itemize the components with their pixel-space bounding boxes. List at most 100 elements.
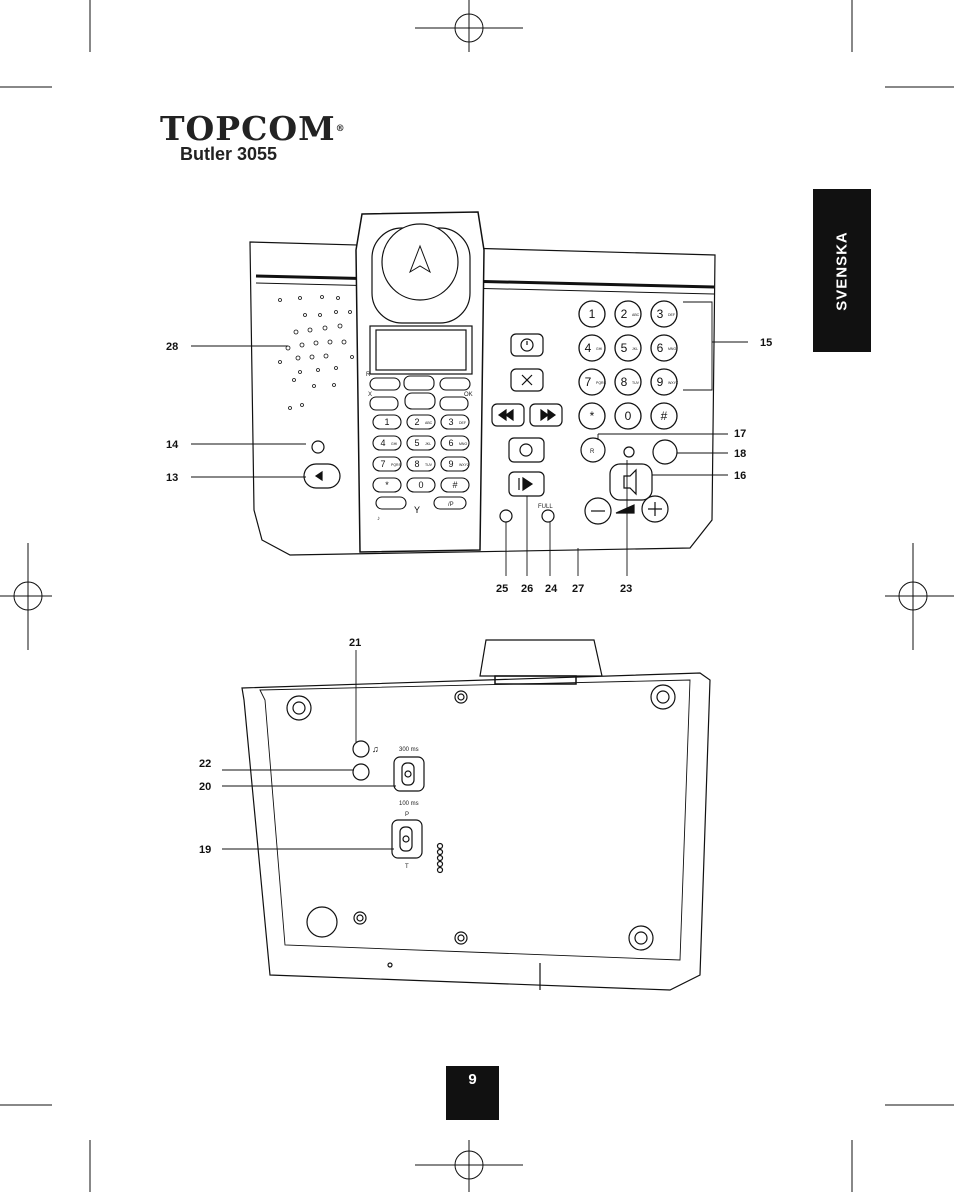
base-key-label: * — [590, 409, 595, 423]
handset-key-label: 2 — [414, 417, 419, 427]
svg-text:19: 19 — [199, 844, 211, 856]
base-key-label: 9 — [657, 375, 664, 389]
dial-mode-switch[interactable] — [391, 819, 423, 859]
base-key-label: 2 — [621, 307, 628, 321]
intercom-key[interactable] — [652, 439, 678, 465]
base-key-9[interactable]: 9 WXYZ — [650, 368, 679, 396]
r-key-label: R — [590, 449, 595, 455]
leader-lines-bottom — [222, 650, 396, 850]
handset-p-key[interactable] — [433, 496, 467, 510]
base-key-label: 7 — [585, 375, 592, 389]
forward-icon — [540, 408, 557, 422]
handset-key-star[interactable]: * — [372, 477, 402, 493]
handset-r-label: R — [366, 372, 371, 378]
tad-buttons — [491, 333, 563, 523]
handset-key-sublabel: DEF — [459, 421, 466, 425]
volume-wedge-icon — [615, 504, 635, 514]
base-key-hash[interactable]: # — [650, 402, 678, 430]
r-key[interactable] — [580, 437, 606, 463]
handset-phonebook-key[interactable] — [403, 375, 435, 391]
model-name: Butler 3055 — [180, 144, 278, 164]
full-label: FULL — [538, 504, 553, 510]
base-key-label: 0 — [625, 409, 632, 423]
svg-text:20: 20 — [199, 781, 211, 793]
base-key-sublabel: WXYZ — [668, 381, 679, 385]
page-number: 9 — [446, 1066, 499, 1120]
svg-text:15: 15 — [760, 337, 772, 349]
handset-key-label: 1 — [384, 417, 389, 427]
base-key-0[interactable]: 0 — [614, 402, 642, 430]
handset-key-label: 6 — [448, 438, 453, 448]
in-use-led — [623, 446, 635, 458]
base-key-star[interactable]: * — [578, 402, 606, 430]
handset-key-hash[interactable]: # — [440, 477, 470, 493]
base-key-label: 8 — [621, 375, 628, 389]
play-icon — [518, 476, 534, 492]
callouts-bottom: 21 22 20 19 — [199, 637, 361, 856]
handset-hangup-key[interactable] — [375, 496, 407, 510]
ringer-icon: ♫ — [372, 744, 379, 754]
handset-key-5[interactable]: 5 JKL — [406, 435, 436, 451]
handset-up-key[interactable] — [439, 377, 471, 391]
handset-call-key[interactable] — [369, 396, 399, 411]
ms-100-label: 100 ms — [399, 801, 419, 807]
handset-ringer-icon: ♪ — [377, 516, 380, 522]
base-key-label: # — [661, 409, 668, 423]
handset-key-label: 5 — [414, 438, 419, 448]
language-tab: SVENSKA — [813, 189, 871, 352]
handset-menu-key[interactable] — [439, 396, 469, 411]
power-icon — [519, 443, 533, 457]
handset-p-label: /P — [448, 502, 454, 508]
svg-text:23: 23 — [620, 583, 632, 595]
base-key-sublabel: DEF — [668, 313, 675, 317]
handset-key-label: 7 — [380, 459, 385, 469]
handset-ok-label: OK — [464, 392, 473, 398]
ringer-volume-wheel[interactable] — [352, 740, 370, 758]
svg-text:18: 18 — [734, 448, 746, 460]
pulse-label: P — [405, 812, 409, 818]
handset-key-label: 9 — [448, 459, 453, 469]
base-key-label: 3 — [657, 307, 664, 321]
leader-lines-top — [191, 301, 748, 576]
handset-key-3[interactable]: 3 DEF — [440, 414, 470, 430]
base-key-1[interactable]: 1 — [578, 300, 606, 328]
handset-key-1[interactable]: 1 — [372, 414, 402, 430]
handset-key-label: # — [452, 480, 457, 490]
handset-talk-key[interactable] — [404, 392, 436, 410]
svg-text:21: 21 — [349, 637, 361, 649]
handset-key-label: 4 — [380, 438, 385, 448]
handset-down-key[interactable] — [369, 377, 401, 391]
flash-time-switch[interactable] — [393, 756, 425, 792]
bottom-labels: 300 ms 100 ms P T ♫ — [372, 744, 419, 870]
svg-text:14: 14 — [166, 439, 179, 451]
handset-key-0[interactable]: 0 — [406, 477, 436, 493]
base-key-sublabel: ABC — [632, 313, 640, 317]
svg-text:24: 24 — [545, 583, 558, 595]
message-led — [499, 509, 513, 523]
base-key-3[interactable]: 3 DEF — [650, 300, 678, 328]
handset-x-label: X — [368, 392, 372, 398]
page-icon — [314, 470, 323, 482]
base-key-sublabel: JKL — [632, 347, 638, 351]
callouts-top: 28 14 13 15 17 18 16 25 26 24 27 23 — [166, 337, 772, 595]
svg-text:13: 13 — [166, 472, 178, 484]
handset-key-label: 3 — [448, 417, 453, 427]
flash-time-switch-port[interactable] — [352, 763, 370, 781]
base-key-2[interactable]: 2 ABC — [614, 300, 642, 328]
svg-text:22: 22 — [199, 758, 211, 770]
handset-key-sublabel: JKL — [425, 442, 431, 446]
handset-nav-keys — [369, 375, 471, 510]
